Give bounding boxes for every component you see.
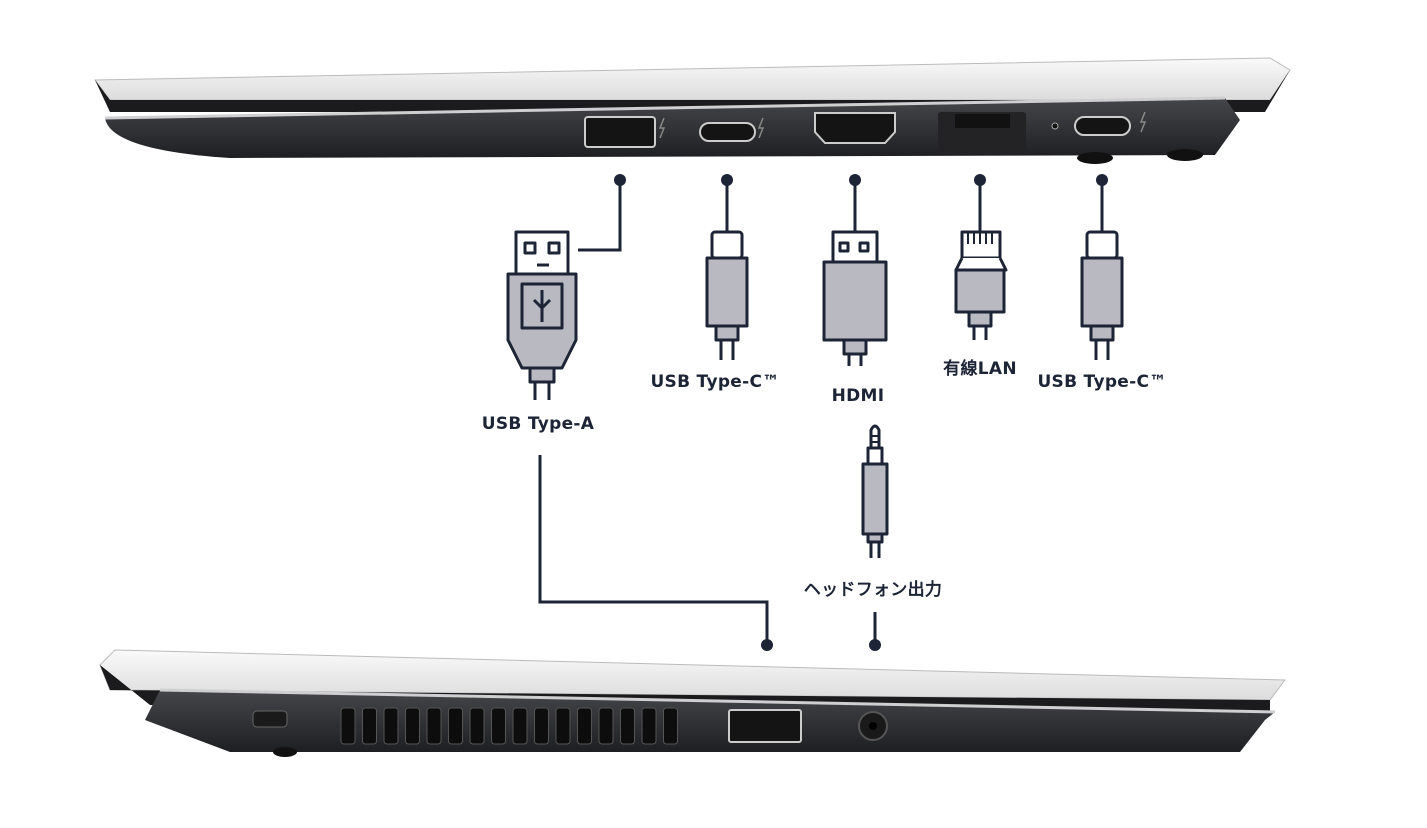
laptop-left-side (99, 649, 1286, 757)
vent-slot (448, 707, 463, 745)
vent-slot (620, 707, 635, 745)
usb-a-port (728, 709, 802, 743)
usb-a-port (584, 116, 656, 148)
vent-slot (405, 707, 420, 745)
leader-dots (614, 174, 1108, 651)
usb-c-port (1074, 116, 1131, 136)
vent-slot (469, 707, 485, 745)
vent-slot (555, 707, 571, 745)
vent-grille (340, 707, 678, 745)
usb-c-connector-icon (705, 230, 749, 360)
vent-slot (598, 707, 614, 745)
vent-slot (426, 707, 442, 745)
thunderbolt-icon (658, 111, 1147, 139)
vent-slot (362, 707, 377, 745)
usb-a-connector-icon (506, 230, 578, 400)
label-headphone: ヘッドフォン出力 (803, 580, 943, 600)
lock-slot (252, 710, 288, 728)
vent-slot (534, 707, 549, 745)
laptop-right-side (94, 57, 1291, 164)
label-usb-type-c-1: USB Type-C™ (650, 372, 780, 392)
vent-slot (641, 707, 657, 745)
headphone-plug-icon (861, 424, 889, 558)
label-usb-type-a: USB Type-A (481, 414, 595, 434)
usb-c-connector-icon (1080, 230, 1124, 360)
vent-slot (577, 707, 592, 745)
hdmi-port (814, 112, 896, 144)
vent-slot (491, 707, 506, 745)
vent-slot (512, 707, 528, 745)
leader-lines (538, 180, 1104, 645)
usb-c-port (699, 122, 756, 142)
vent-slot (340, 707, 356, 745)
label-hdmi: HDMI (831, 386, 885, 406)
lan-connector-icon (954, 230, 1008, 340)
hdmi-connector-icon (822, 230, 888, 366)
label-lan: 有線LAN (943, 359, 1017, 379)
vent-slot (663, 707, 678, 745)
label-usb-type-c-2: USB Type-C™ (1037, 372, 1167, 392)
vent-slot (383, 707, 399, 745)
